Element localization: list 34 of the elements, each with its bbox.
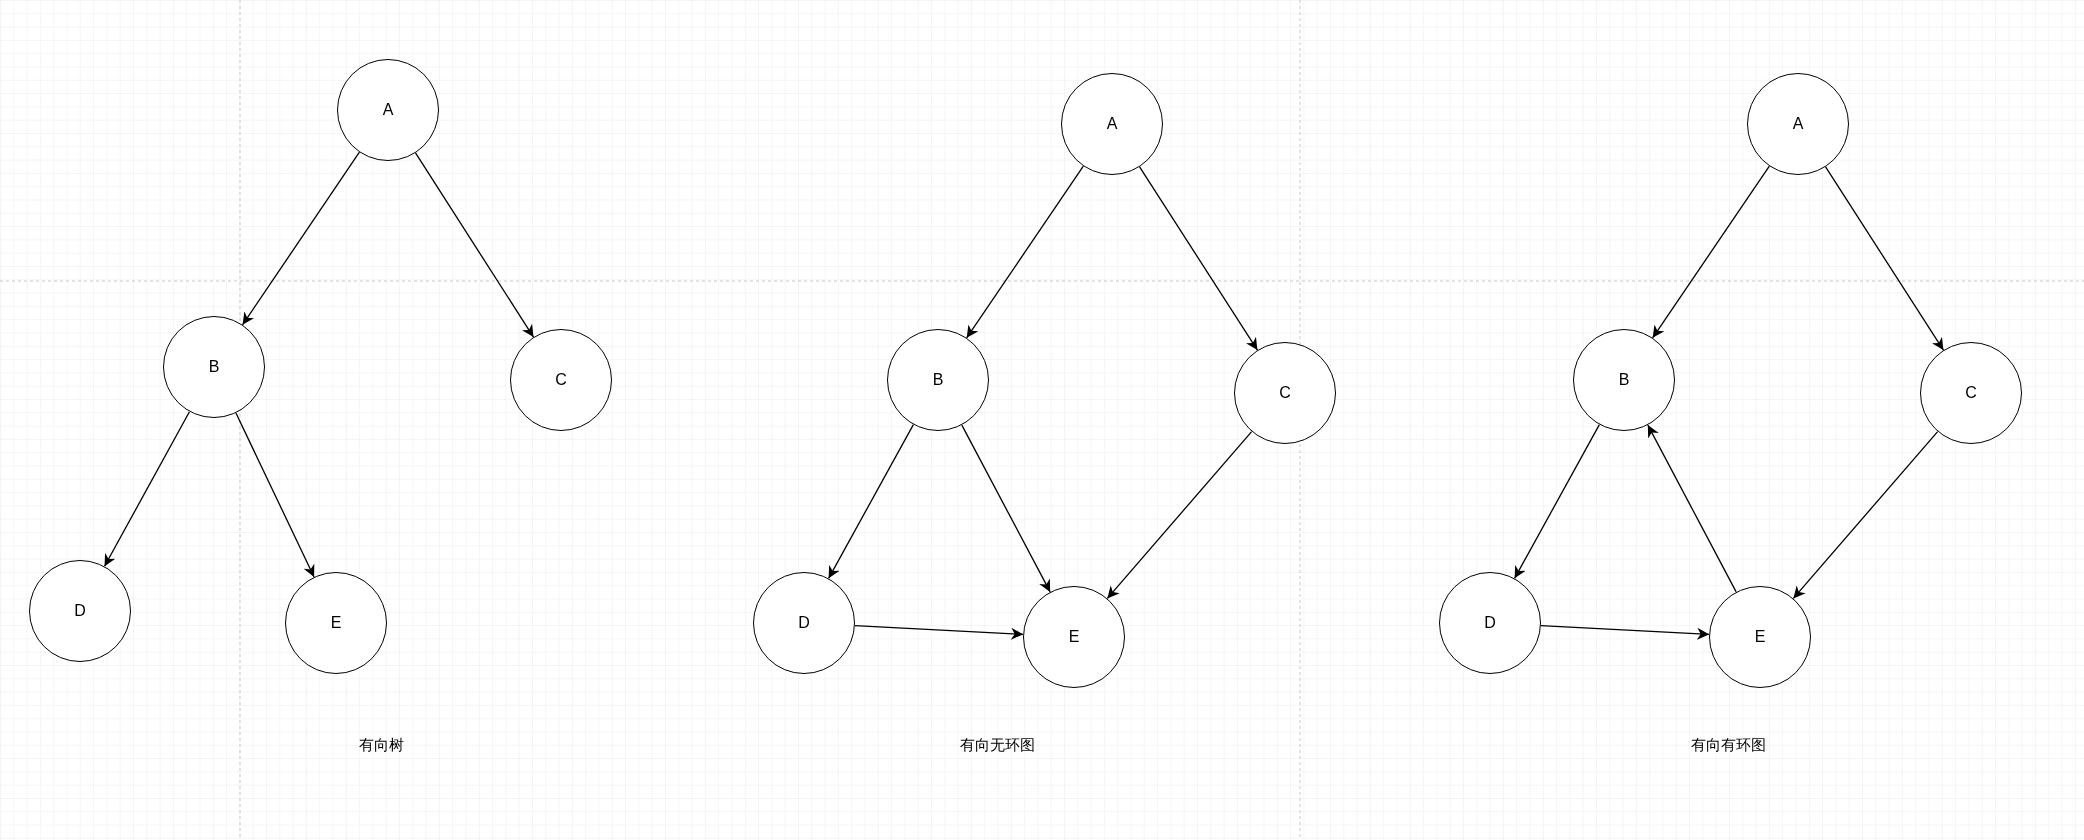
arrow: [241, 151, 361, 326]
node-label: B: [1618, 371, 1630, 389]
arrow: [961, 424, 1051, 593]
arrow: [1540, 625, 1710, 640]
node-label: A: [1792, 115, 1804, 133]
node-label: C: [1965, 384, 1977, 402]
graph-caption: 有向无环图: [959, 736, 1035, 755]
arrow: [854, 625, 1024, 640]
node-label: A: [1106, 115, 1118, 133]
arrow: [828, 424, 914, 579]
graph-caption: 有向树: [358, 736, 404, 755]
arrow: [1514, 424, 1600, 579]
node-label: C: [1279, 384, 1291, 402]
node-label: E: [1754, 628, 1766, 646]
arrow: [1792, 430, 1939, 600]
arrow: [1138, 166, 1259, 351]
arrow: [1106, 430, 1253, 600]
arrow: [1647, 424, 1737, 593]
node-label: D: [74, 602, 86, 620]
graph-caption: 有向有环图: [1690, 736, 1766, 755]
node-label: E: [330, 614, 342, 632]
arrow: [1824, 166, 1945, 351]
node-label: B: [932, 371, 944, 389]
node-label: A: [382, 101, 394, 119]
arrow: [414, 152, 535, 338]
arrow: [103, 411, 191, 567]
arrow: [1652, 165, 1770, 339]
arrow: [235, 412, 315, 578]
node-label: D: [1484, 614, 1496, 632]
arrow: [966, 165, 1084, 339]
node-label: C: [555, 371, 567, 389]
node-label: E: [1068, 628, 1080, 646]
node-label: B: [208, 358, 220, 376]
node-label: D: [798, 614, 810, 632]
